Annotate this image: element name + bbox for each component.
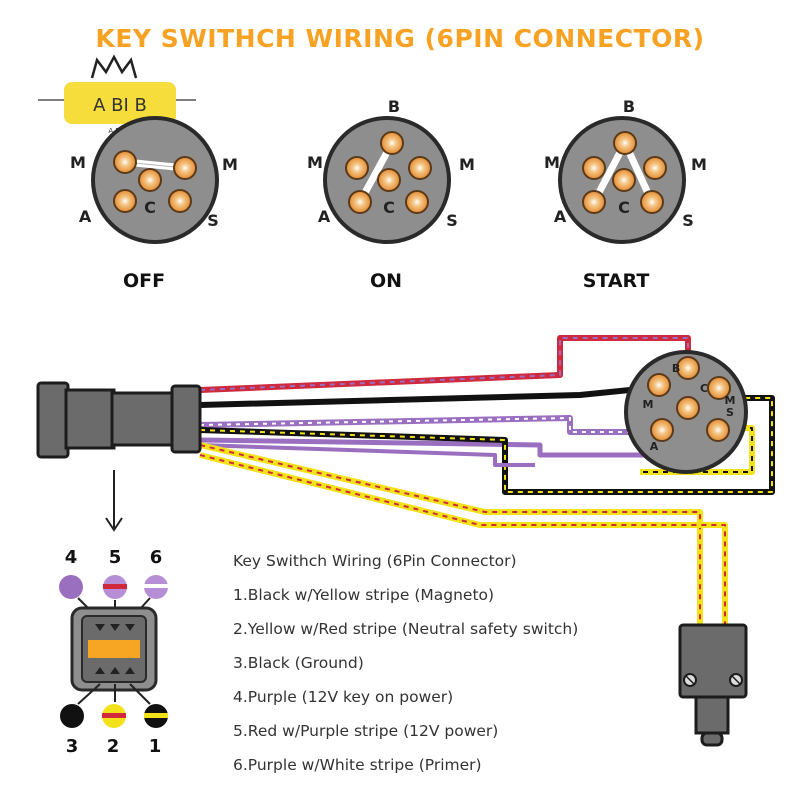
pin-label-s: S xyxy=(207,211,219,230)
switch-off-diagram: C M M A S xyxy=(70,116,238,244)
logo-text: A BI B xyxy=(93,95,147,116)
wire-red-purple xyxy=(199,335,691,393)
pin-label-m-right: M xyxy=(725,394,736,407)
pin-label-a: A xyxy=(650,440,659,453)
legend-item-1: 1.Black w/Yellow stripe (Magneto) xyxy=(233,586,495,604)
pin-label-m-left: M xyxy=(70,153,86,172)
pin-number-6: 6 xyxy=(150,547,163,568)
legend-item-4: 4.Purple (12V key on power) xyxy=(233,688,454,706)
pin-label-c: C xyxy=(618,198,630,217)
pin-label-c: C xyxy=(383,198,395,217)
wire-yellow-red xyxy=(199,442,728,625)
logo-badge xyxy=(64,82,176,124)
pin-number-1: 1 xyxy=(149,736,162,757)
pin-label-m-right: M xyxy=(691,155,707,174)
pin-label-m-right: M xyxy=(459,155,475,174)
wiring-harness xyxy=(199,335,775,625)
pin-label-m-left: M xyxy=(307,153,323,172)
neutral-safety-switch xyxy=(678,623,748,747)
pin-4-swatch xyxy=(59,575,83,599)
crown-icon xyxy=(90,54,138,79)
pin-label-s: S xyxy=(682,211,694,230)
switch-start-diagram: B C M M A S xyxy=(544,97,707,244)
wire-color-legend: Key Swithch Wiring (6Pin Connector) 1.Bl… xyxy=(233,550,653,788)
pin-label-b: B xyxy=(672,362,680,375)
harness-plug xyxy=(36,381,202,459)
key-switch-main: B C M M A S xyxy=(624,350,748,474)
arrow-down-icon xyxy=(105,470,123,532)
pin-number-4: 4 xyxy=(65,547,78,568)
legend-item-6: 6.Purple w/White stripe (Primer) xyxy=(233,756,482,774)
legend-item-2: 2.Yellow w/Red stripe (Neutral safety sw… xyxy=(233,620,579,638)
brand-logo: A BI B A B I B xyxy=(38,54,196,135)
pin-label-a: A xyxy=(318,207,331,226)
pin-label-m-left: M xyxy=(544,153,560,172)
state-label-start: START xyxy=(582,270,650,292)
pin-3-swatch xyxy=(60,704,84,728)
pin-label-b: B xyxy=(623,97,635,116)
pin-label-c: C xyxy=(144,198,156,217)
pin-label-c: C xyxy=(700,382,708,395)
connector-pinout: 4 5 6 3 2 1 xyxy=(59,547,168,757)
legend-item-3: 3.Black (Ground) xyxy=(233,654,364,672)
wire-black xyxy=(199,385,651,408)
pin-label-a: A xyxy=(554,207,567,226)
wire-purple-white xyxy=(199,415,650,435)
pin-label-b: B xyxy=(388,97,400,116)
legend-heading: Key Swithch Wiring (6Pin Connector) xyxy=(233,552,517,570)
pin-label-m-right: M xyxy=(222,155,238,174)
pin-label-m-left: M xyxy=(643,398,654,411)
wire-purple xyxy=(199,437,660,458)
pin-label-a: A xyxy=(79,207,92,226)
state-label-off: OFF xyxy=(122,270,166,292)
pin-label-s: S xyxy=(446,211,458,230)
pin-number-5: 5 xyxy=(109,547,122,568)
page-title: KEY SWITHCH WIRING (6PIN CONNECTOR) xyxy=(95,24,705,53)
wire-black-yellow xyxy=(199,395,775,495)
pin-label-s: S xyxy=(726,406,734,419)
state-label-on: ON xyxy=(369,270,403,292)
pin-number-2: 2 xyxy=(107,736,120,757)
switch-on-diagram: B C M M A S xyxy=(307,97,475,244)
legend-item-5: 5.Red w/Purple stripe (12V power) xyxy=(233,722,499,740)
pin-number-3: 3 xyxy=(66,736,79,757)
